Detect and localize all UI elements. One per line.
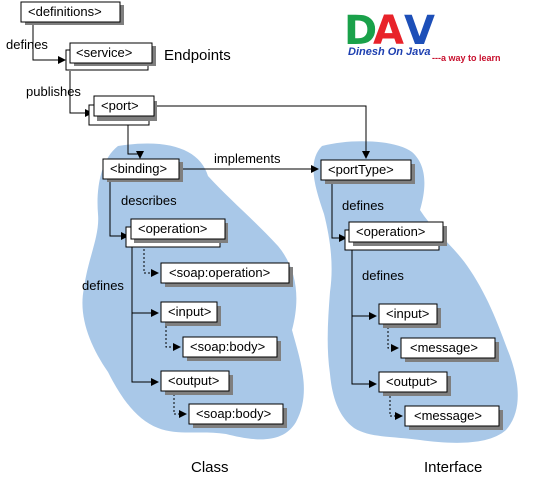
class-output-label: <output> (168, 373, 219, 388)
class-region-blob (82, 143, 304, 440)
interface-input-message-label: <message> (410, 340, 478, 355)
definitions-node: <definitions> (20, 1, 124, 25)
logo-tagline: ---a way to learn (432, 53, 501, 63)
interface-input-node: <input> (378, 303, 441, 328)
interface-input-message-node: <message> (400, 337, 499, 362)
class-input-label: <input> (168, 304, 211, 319)
section-label-interface: Interface (424, 459, 482, 476)
soap-operation-label: <soap:operation> (169, 265, 270, 280)
class-operation-node: <operation> (125, 218, 228, 248)
soap-operation-node: <soap:operation> (160, 262, 293, 287)
class-operation-label: <operation> (138, 221, 207, 236)
edge-label-describes: describes (121, 193, 177, 208)
definitions-label: <definitions> (28, 4, 102, 19)
class-input-node: <input> (160, 301, 221, 326)
interface-output-message-label: <message> (414, 408, 482, 423)
edge-label-implements: implements (214, 151, 281, 166)
section-label-class: Class (191, 459, 229, 476)
interface-output-node: <output> (378, 371, 451, 396)
logo-letter-a: A (373, 8, 404, 54)
port-label: <port> (101, 98, 139, 113)
binding-node: <binding> (102, 158, 183, 182)
interface-input-label: <input> (386, 306, 429, 321)
logo-name: Dinesh On Java (348, 46, 431, 58)
class-output-soap-body-node: <soap:body> (188, 403, 287, 428)
edge-label-iface-defines-operation: defines (342, 198, 384, 213)
interface-operation-label: <operation> (356, 224, 425, 239)
binding-label: <binding> (110, 161, 167, 176)
port-node: <port> (88, 95, 157, 126)
class-output-node: <output> (160, 370, 233, 395)
interface-operation-node: <operation> (344, 221, 447, 251)
edge-label-defines-service: defines (6, 37, 48, 52)
interface-output-label: <output> (386, 374, 437, 389)
class-output-soap-body-label: <soap:body> (196, 406, 271, 421)
dav-logo: D A V Dinesh On Java ---a way to learn (344, 8, 501, 63)
interface-region-blob (313, 141, 518, 443)
logo-letter-d: D (344, 8, 377, 54)
logo-letter-v: V (404, 8, 435, 54)
service-label: <service> (76, 45, 132, 60)
porttype-node: <portType> (320, 159, 415, 184)
class-input-soap-body-label: <soap:body> (190, 339, 265, 354)
edge-label-iface-defines-messages: defines (362, 268, 404, 283)
interface-output-message-node: <message> (404, 405, 503, 430)
edge-label-publishes: publishes (26, 84, 81, 99)
section-label-endpoints: Endpoints (164, 47, 231, 64)
edge-label-class-defines: defines (82, 278, 124, 293)
porttype-label: <portType> (328, 162, 394, 177)
service-node: <service> (65, 42, 156, 71)
class-input-soap-body-node: <soap:body> (182, 336, 281, 361)
